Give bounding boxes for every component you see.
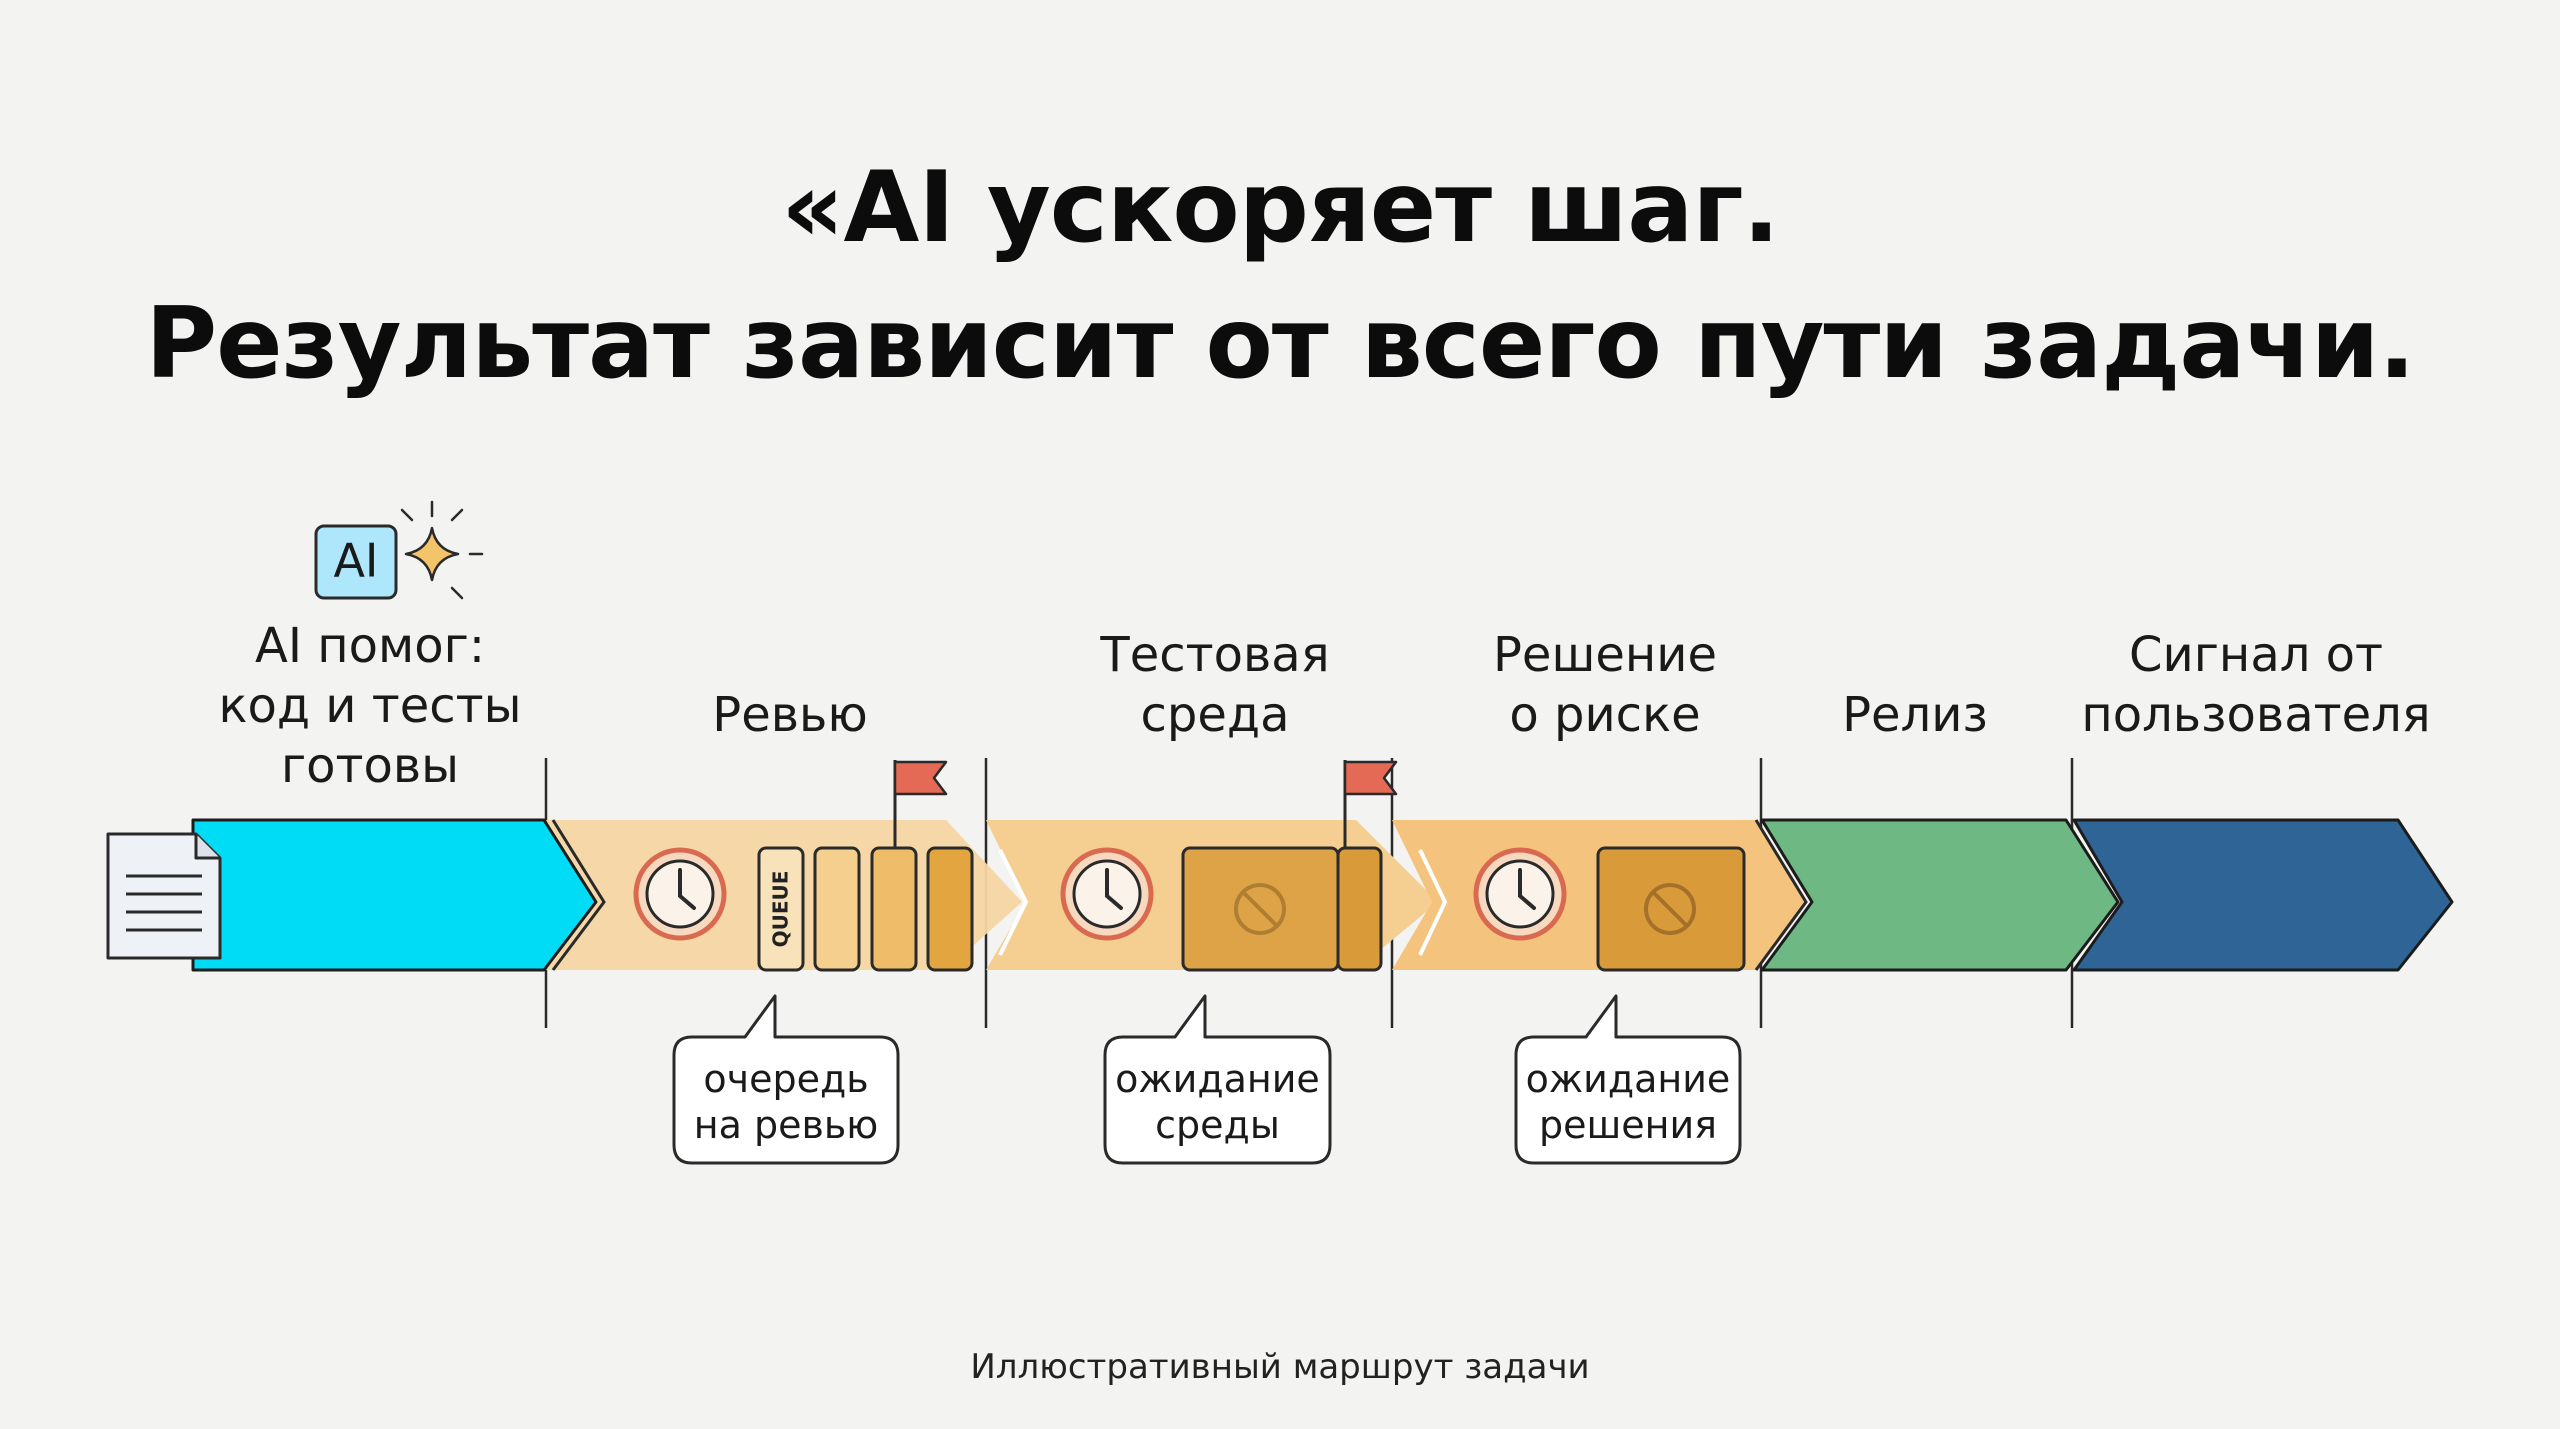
ai-badge [314,524,398,600]
title-line-1: «AI ускоряет шаг. [781,151,1780,265]
caption: Иллюстративный маршрут задачи [970,1347,1590,1387]
clock-icon [633,847,727,941]
bubble-decision-text: ожидание решения [1525,1057,1731,1147]
flag-icon [893,760,948,848]
stage-label-signal: Сигнал от пользователя [2081,627,2431,743]
bubble-decision [1514,994,1742,1165]
ai-badge-label: AI [333,534,378,588]
page-title: «AI ускоряет шаг. Результат зависит от в… [0,140,2560,412]
flag-icon [1343,760,1398,848]
blocked-icon [1596,846,1746,972]
clock-icon [1060,847,1154,941]
bubble-review [672,994,900,1165]
env-block [1336,846,1383,972]
stage-release-arrow [1760,818,2130,972]
queue-blocks [757,846,974,972]
stage-ai-arrow [191,818,606,972]
document-icon [106,832,222,960]
stage-label-ai: AI помог: код и тесты готовы [218,618,522,794]
queue-label: QUEUE [769,871,793,948]
stage-label-review: Ревью [712,687,868,743]
ai-sparkle-icon [400,500,484,600]
bubble-review-text: очередь на ревью [693,1057,879,1147]
stage-label-test-env: Тестовая среда [1100,627,1330,743]
stage-signal-arrow [2072,818,2454,972]
stage-label-release: Релиз [1842,687,1988,743]
stage-label-risk: Решение о риске [1492,627,1718,743]
title-line-2: Результат зависит от всего пути задачи. [145,287,2415,401]
blocked-icon [1181,846,1340,972]
clock-icon [1473,847,1567,941]
bubble-env-text: ожидание среды [1115,1057,1320,1147]
bubble-env [1103,994,1332,1165]
